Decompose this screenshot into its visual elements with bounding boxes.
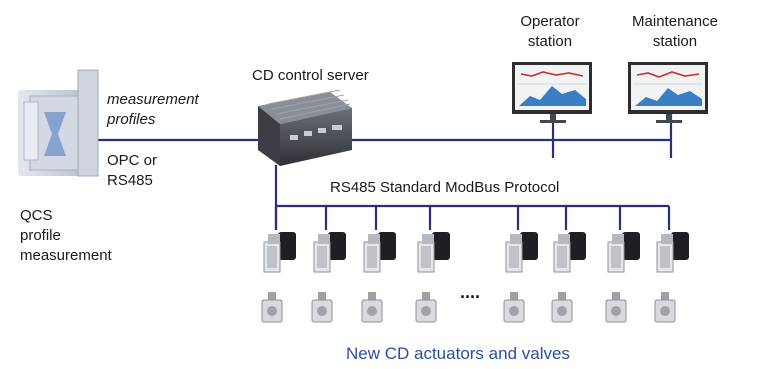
operator-monitor-icon [512,62,592,123]
actuator-icon [505,232,538,273]
measurement-profiles-label: measurement profiles [107,90,199,130]
qcs-label-line2: profile [20,227,61,244]
valve-icon [654,292,676,323]
valve-icon [551,292,573,323]
operator-label-line2: station [527,33,573,50]
opc-label-line2: RS485 [107,172,153,189]
actuator-icon [417,232,450,273]
actuator-icon [363,232,396,273]
qcs-label-line1: QCS [20,207,53,224]
operator-station-label: Operator station [505,12,595,52]
valve-icon [503,292,525,323]
connection-lines [95,112,673,230]
actuator-icon [313,232,346,273]
actuator-drop-lines [274,206,671,230]
valve-icon [261,292,283,323]
opc-rs485-label: OPC or RS485 [107,151,157,191]
qcs-profile-measurement-label: QCS profile measurement [20,206,112,266]
valve-icon [361,292,383,323]
qcs-scanner-icon [18,69,99,177]
actuator-icon [607,232,640,273]
maintenance-monitor-icon [628,62,708,123]
operator-label-line1: Operator [520,13,580,30]
valve-icon [605,292,627,323]
actuator-row [263,232,689,273]
maintenance-station-label: Maintenance station [620,12,730,52]
maintenance-label-line1: Maintenance [632,13,718,30]
actuator-icon [263,232,296,273]
valve-row [261,292,676,323]
valve-icon [311,292,333,323]
actuator-icon [656,232,689,273]
actuator-icon [553,232,586,273]
maintenance-label-line2: station [652,33,698,50]
cd-server-label: CD control server [252,67,369,84]
measurement-label-line1: measurement [107,91,199,108]
qcs-label-line3: measurement [20,247,112,264]
valve-icon [415,292,437,323]
industrial-pc-icon [258,89,352,166]
modbus-protocol-label: RS485 Standard ModBus Protocol [330,179,560,196]
footer-caption: New CD actuators and valves [346,344,570,363]
measurement-label-line2: profiles [107,111,156,128]
ellipsis-label: .... [460,282,481,302]
opc-label-line1: OPC or [107,152,158,169]
